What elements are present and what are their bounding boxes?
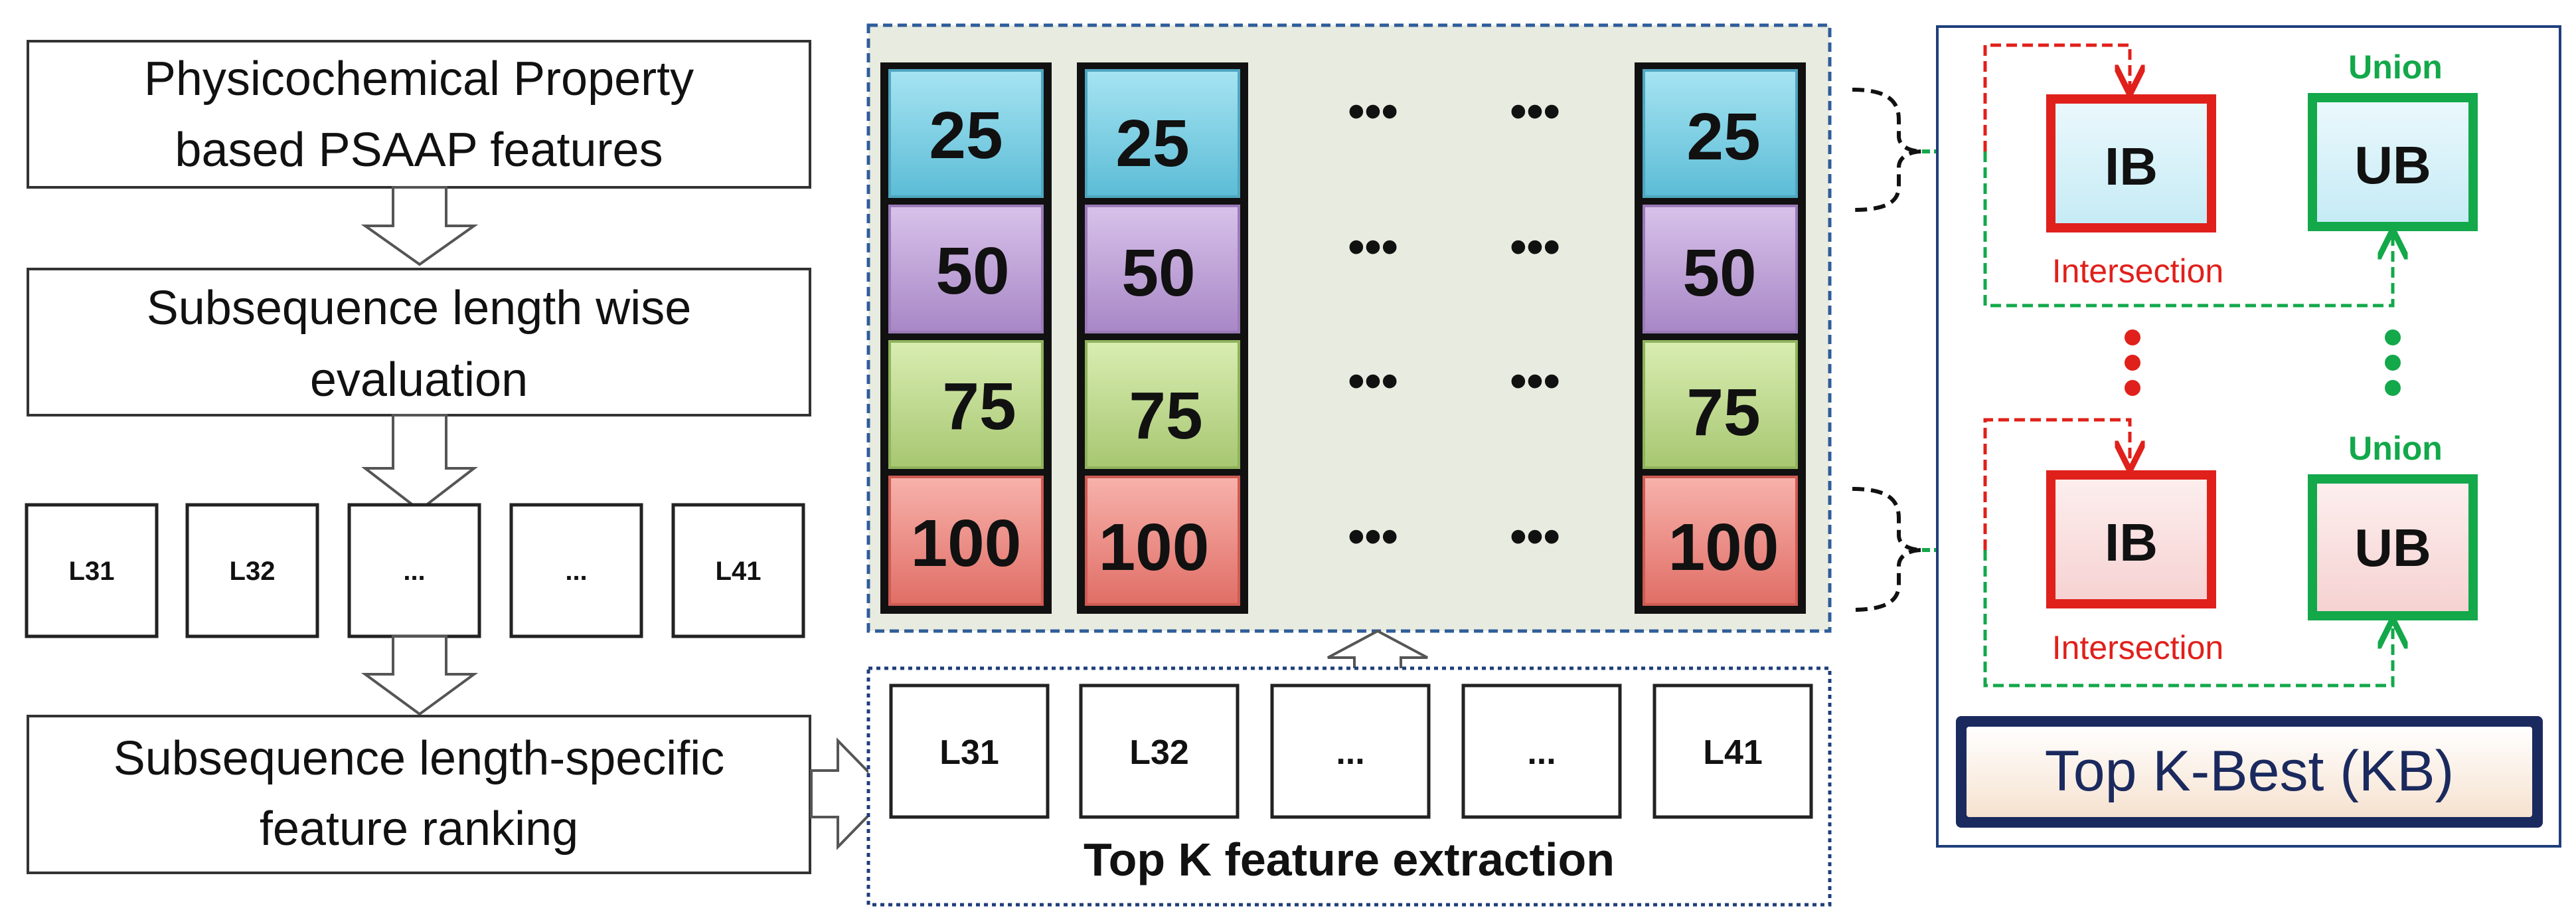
length-box [1270, 684, 1431, 819]
block-25 [888, 69, 1044, 198]
step-box-feature-ranking [27, 715, 811, 874]
middle-panel: 25 50 75 100 25 50 75 100 ••• ••• ••• ••… [866, 23, 1832, 907]
right-panel: IB Intersection Union UB IB Intersection… [1936, 25, 2561, 848]
block-100 [1643, 476, 1798, 606]
block-value: 25 [1115, 106, 1189, 181]
ellipsis: ••• [1348, 355, 1398, 408]
down-arrow [361, 635, 479, 716]
block-50 [1085, 205, 1240, 333]
block-75 [1085, 340, 1240, 469]
step-text: Subsequence length wise [147, 282, 692, 335]
step-text: Subsequence length-specific [114, 732, 725, 785]
ib-box [2055, 480, 2207, 599]
length-box [509, 503, 643, 638]
length-box [25, 503, 159, 638]
up-arrow [1327, 629, 1428, 668]
left-flow: Physicochemical Property based PSAAP fea… [25, 40, 892, 874]
ub-box [2317, 484, 2468, 611]
ellipsis: ••• [1348, 510, 1398, 563]
ub-box [2317, 102, 2468, 222]
block-50 [1643, 205, 1798, 333]
ellipsis: ••• [1348, 85, 1398, 138]
block-value: 100 [911, 506, 1022, 581]
length-box-label: ... [1527, 733, 1556, 772]
block-value: 50 [1121, 236, 1195, 310]
length-box [671, 503, 805, 638]
length-box-label: ... [1336, 733, 1364, 772]
length-box-label: ... [565, 557, 587, 586]
block-75 [888, 340, 1044, 469]
block-25 [1643, 69, 1798, 198]
block-value: 75 [1129, 379, 1202, 453]
block-100 [1085, 476, 1240, 606]
right-arrow [810, 737, 892, 850]
length-box-label: L41 [1703, 733, 1763, 772]
block-value: 50 [1682, 236, 1756, 310]
down-arrow [361, 186, 479, 266]
block-value: 25 [1686, 100, 1760, 174]
step-box-length-evaluation [27, 268, 811, 416]
intersection-label: Intersection [2052, 252, 2223, 290]
length-box [185, 503, 319, 638]
extraction-length-boxes: L31 L32 ... ... L41 [889, 684, 1813, 819]
brace-bottom [1852, 487, 1923, 612]
ellipsis: ••• [1510, 85, 1560, 138]
kbest-box [1967, 727, 2532, 817]
ub-label: UB [2354, 136, 2431, 195]
ellipsis: ••• [1510, 221, 1560, 274]
length-box [1652, 684, 1813, 819]
length-box-label: L31 [69, 557, 115, 586]
kbest-label: Top K-Best (KB) [2045, 739, 2455, 803]
extraction-label: Top K feature extraction [1084, 834, 1615, 885]
length-box-label: L41 [716, 557, 762, 586]
stack-column: 25 50 75 100 [880, 62, 1052, 614]
ub-label: UB [2354, 518, 2431, 577]
block-value: 75 [942, 369, 1016, 444]
ib-label: IB [2105, 513, 2158, 572]
green-connector [1983, 151, 2393, 308]
union-label: Union [2348, 430, 2443, 467]
block-value: 75 [1686, 375, 1760, 450]
length-box [889, 684, 1050, 819]
step-text: Physicochemical Property [144, 52, 694, 106]
block-100 [888, 476, 1044, 606]
block-75 [1643, 340, 1798, 469]
block-value: 100 [1099, 510, 1210, 585]
union-label: Union [2348, 48, 2443, 86]
step-box-psaap-features [27, 40, 811, 189]
green-connector [1983, 550, 2393, 688]
step-text: evaluation [310, 353, 528, 407]
block-25 [1085, 69, 1240, 198]
ib-box [2055, 104, 2207, 223]
length-box-label: ... [403, 557, 425, 586]
green-dots [2385, 329, 2401, 396]
red-dots [2125, 329, 2140, 396]
block-50 [888, 205, 1044, 333]
step-text: based PSAAP features [175, 124, 663, 177]
ib-label: IB [2105, 137, 2158, 196]
length-box-label: L32 [1129, 733, 1189, 772]
block-value: 25 [929, 98, 1003, 173]
column-ellipses: ••• ••• ••• ••• ••• ••• ••• ••• [1348, 85, 1560, 563]
intersection-label: Intersection [2052, 629, 2223, 666]
ellipsis: ••• [1510, 510, 1560, 563]
stack-column: 25 50 75 100 [1635, 62, 1806, 614]
red-connector [1983, 418, 2130, 550]
stack-column: 25 50 75 100 [1077, 62, 1248, 614]
length-box [1461, 684, 1622, 819]
length-box [1079, 684, 1240, 819]
ellipsis: ••• [1348, 221, 1398, 274]
block-value: 50 [935, 234, 1009, 308]
red-connector [1983, 43, 2130, 151]
down-arrow [361, 414, 478, 512]
step-text: feature ranking [260, 802, 578, 856]
length-box-label: L31 [939, 733, 999, 772]
length-box-label: L32 [230, 557, 276, 586]
block-value: 100 [1668, 510, 1779, 585]
left-length-boxes: L31 L32 ... ... L41 [25, 503, 805, 638]
ellipsis: ••• [1510, 355, 1560, 408]
brace-top [1852, 88, 1923, 212]
